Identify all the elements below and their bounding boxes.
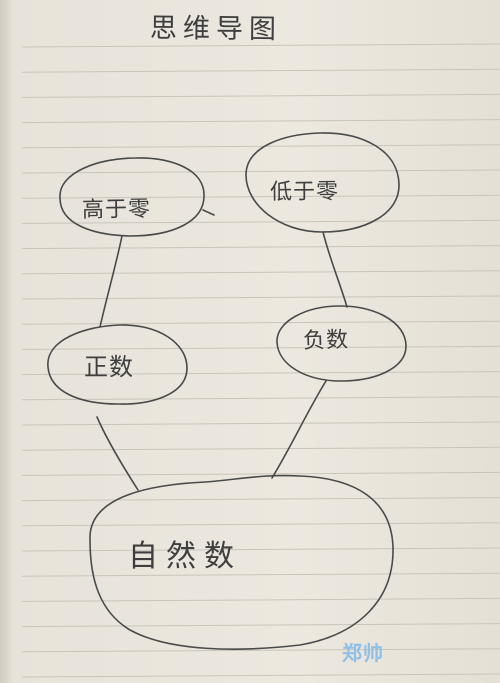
ruled-line bbox=[21, 597, 500, 602]
node-low-temp: 低于零 bbox=[269, 179, 340, 205]
line-high-to-positive bbox=[99, 235, 123, 328]
line-low-to-negative bbox=[322, 231, 348, 308]
oval-negative bbox=[276, 305, 407, 382]
ruled-line bbox=[21, 43, 500, 48]
ruled-line bbox=[21, 648, 500, 653]
ruled-line bbox=[21, 547, 500, 552]
ruled-line bbox=[21, 270, 500, 275]
oval-positive bbox=[47, 324, 188, 405]
ruled-line bbox=[21, 119, 500, 124]
ruled-line bbox=[21, 522, 500, 527]
node-positive: 正数 bbox=[84, 353, 134, 381]
ruled-line bbox=[21, 371, 500, 376]
ruled-line bbox=[21, 396, 500, 401]
node-negative: 负数 bbox=[302, 327, 350, 354]
ruled-line bbox=[21, 68, 500, 73]
ruled-line bbox=[21, 345, 500, 350]
ruled-line bbox=[21, 572, 500, 577]
ruled-line bbox=[21, 169, 500, 174]
ruled-line bbox=[21, 219, 500, 224]
ruled-line bbox=[21, 144, 500, 149]
ruled-line bbox=[21, 673, 500, 678]
page-title: 思维导图 bbox=[149, 13, 283, 46]
ruled-line bbox=[21, 320, 500, 325]
oval-high-temp bbox=[59, 157, 205, 237]
ruled-line bbox=[21, 623, 500, 628]
stray-mark bbox=[202, 209, 215, 216]
ruled-line bbox=[21, 446, 500, 451]
ruled-line bbox=[21, 471, 500, 476]
ruled-line bbox=[21, 497, 500, 502]
line-negative-to-natural bbox=[271, 380, 327, 479]
line-positive-to-natural bbox=[96, 416, 139, 491]
ruled-line bbox=[21, 295, 500, 300]
ruled-lines bbox=[21, 43, 500, 678]
oval-low-temp bbox=[245, 132, 400, 233]
oval-natural bbox=[89, 474, 394, 650]
ruled-line bbox=[21, 245, 500, 250]
watermark: 郑帅 bbox=[342, 641, 384, 665]
node-high-temp: 高于零 bbox=[81, 196, 152, 223]
node-natural: 自然数 bbox=[128, 539, 242, 574]
ruled-line bbox=[21, 194, 500, 199]
ruled-line bbox=[21, 93, 500, 98]
ruled-line bbox=[21, 421, 500, 426]
